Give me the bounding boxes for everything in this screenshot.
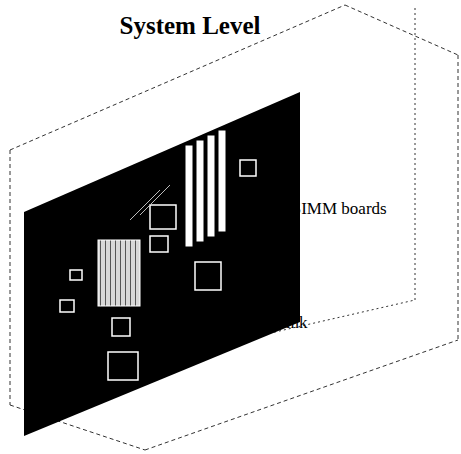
part-label: Heatsink <box>247 313 307 333</box>
diagram-title: System Level <box>120 12 261 40</box>
leader-line <box>148 210 274 321</box>
part-label: 4 SIMM boards <box>279 199 387 219</box>
enclosure-outline <box>10 5 458 450</box>
motherboard <box>24 92 300 436</box>
